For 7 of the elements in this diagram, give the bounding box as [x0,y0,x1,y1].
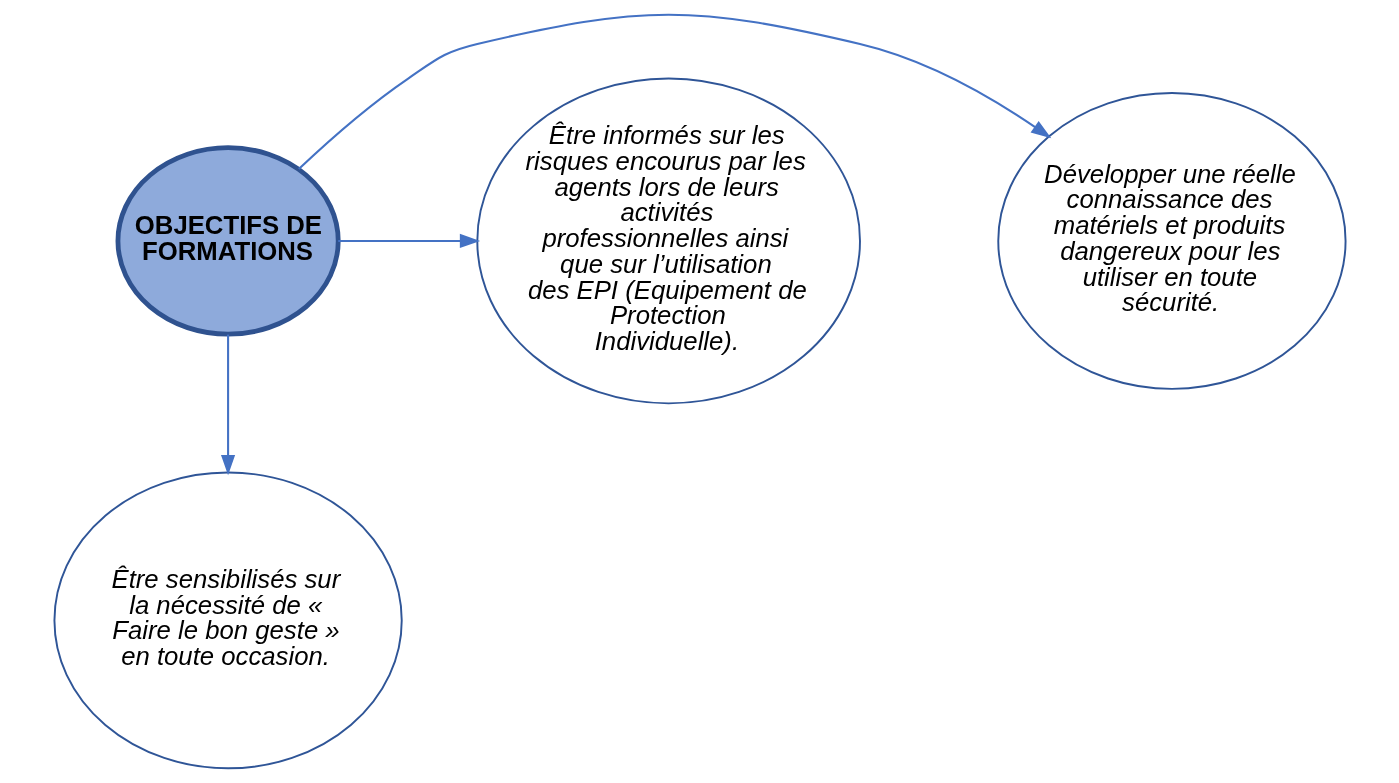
node-ellipse: OBJECTIFS DE FORMATIONS [115,145,341,337]
node-ellipse: Être informés sur les risques encourus par les agents lors de leurs activités professionnelles ainsi que sur l’utilisation des EPI (Equipement de Protection Individuelle). [475,77,861,405]
arrow [297,13,1051,170]
arrow [220,334,235,476]
node-ellipse: Développer une réelle connaissance des matériels et produits dangereux pour les utiliser en toute sécurité. [996,92,1347,390]
arrow [337,233,480,249]
node-ellipse: Être sensibilisés sur la nécessité de « Faire le bon geste » en toute occasion. [52,471,403,770]
